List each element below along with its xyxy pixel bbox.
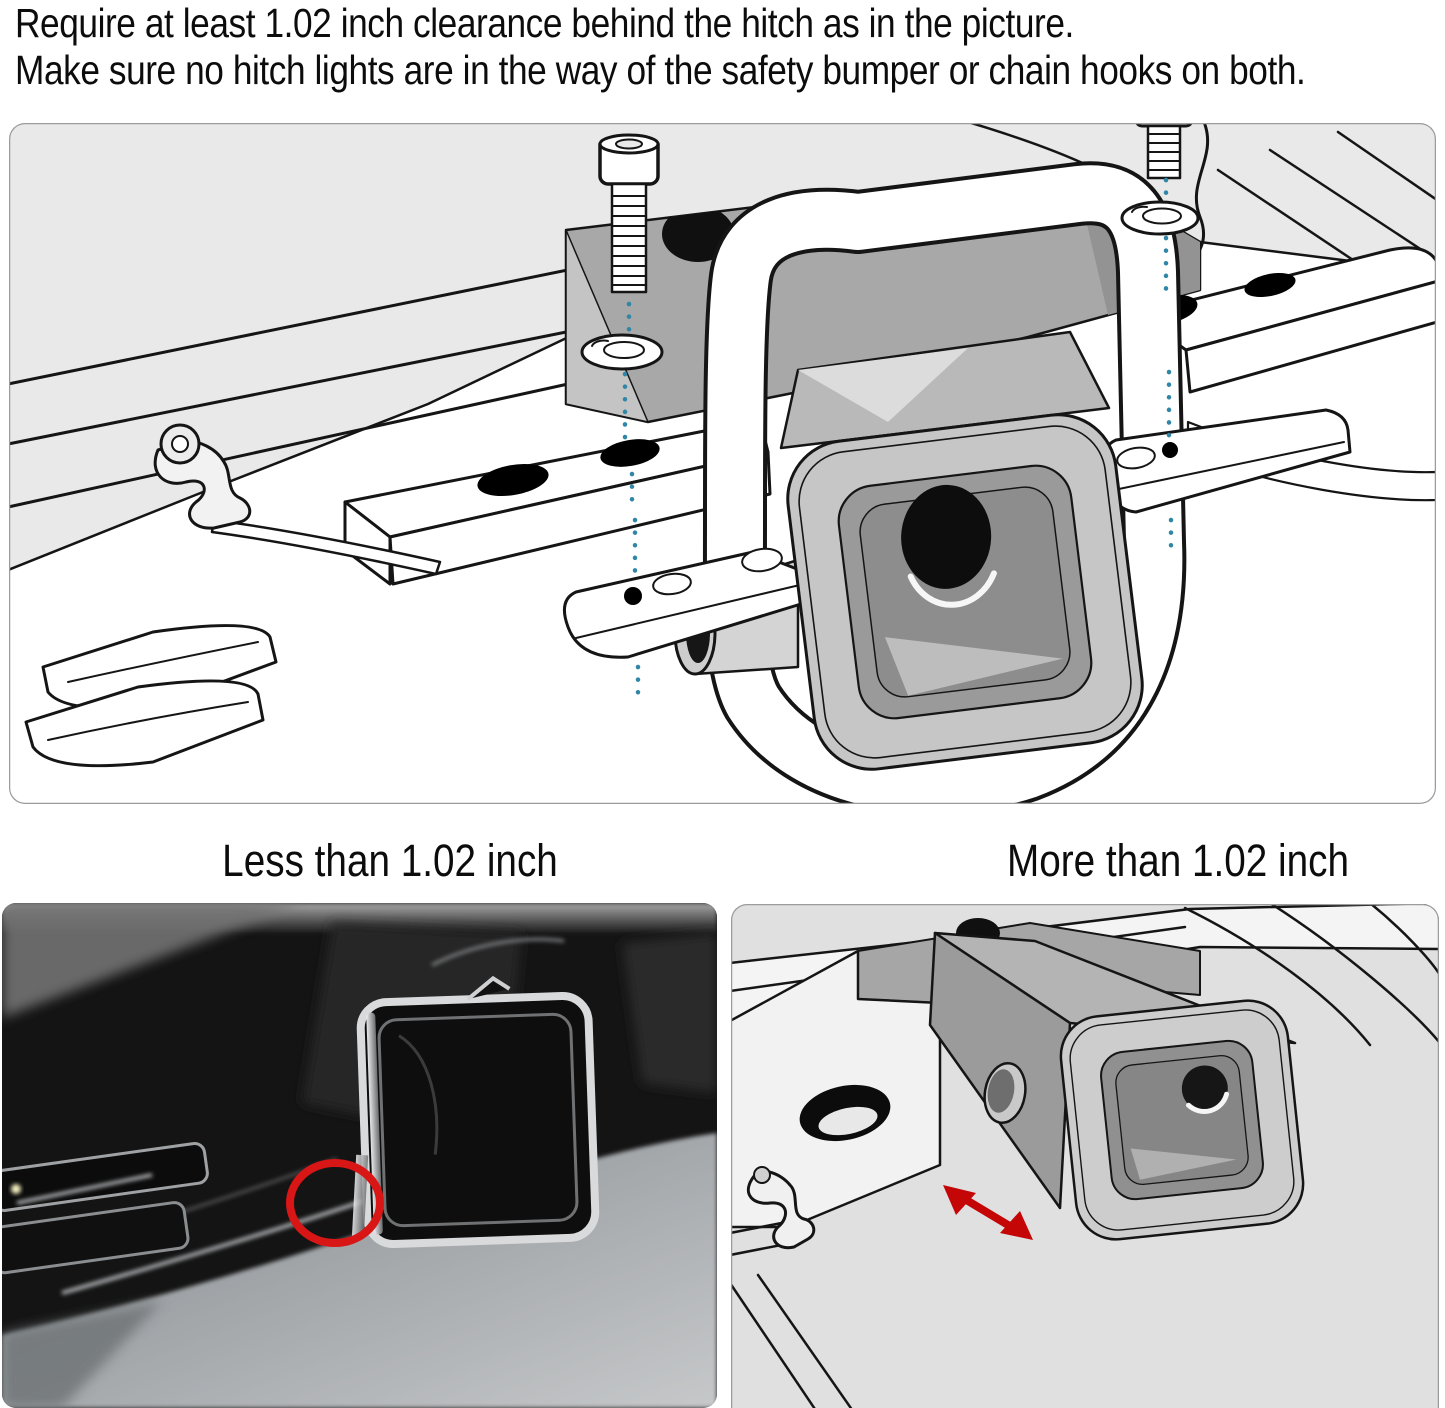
clearance-diagram-svg [731, 904, 1439, 1408]
body-edge-lines [731, 1273, 864, 1408]
bolt-hole [1244, 272, 1296, 298]
receiver-collar [786, 413, 1144, 771]
hitch-pin-hole [1181, 1065, 1228, 1112]
instruction-line-2: Make sure no hitch lights are in the way… [15, 47, 1306, 93]
hitch-bolt-left [598, 133, 660, 294]
hitch-frame [702, 161, 1187, 804]
hitch-tab-left [562, 547, 816, 659]
alignment-guide-right [1163, 177, 1174, 553]
frame-bracket [731, 949, 942, 1229]
clearance-arrow [943, 1185, 1033, 1240]
tow-hook [153, 423, 442, 576]
less-clearance-photo [2, 903, 717, 1408]
tow-hook [731, 1166, 816, 1257]
license-light [11, 1184, 21, 1194]
instruction-line-1: Require at least 1.02 inch clearance beh… [15, 0, 1074, 46]
caption-less-clearance: Less than 1.02 inch [222, 835, 558, 886]
bolt-hole [624, 587, 642, 605]
clearance-photo-svg [2, 903, 717, 1408]
hitch-pin-hole [901, 484, 992, 589]
washer-left [580, 333, 664, 371]
instruction-text: Require at least 1.02 inch clearance beh… [15, 0, 1445, 94]
more-clearance-diagram [730, 903, 1440, 1408]
washer-right [1120, 200, 1200, 236]
red-circle-highlight [286, 1159, 384, 1247]
mounting-arm-left [343, 418, 772, 586]
caption-more-clearance: More than 1.02 inch [1006, 835, 1350, 886]
receiver-photo [356, 975, 600, 1249]
receiver-collar [1059, 999, 1305, 1241]
bolt-hole [600, 439, 660, 467]
hitch-bolt-right [1134, 123, 1194, 180]
receiver-top-face [779, 330, 1111, 450]
alignment-guide-left [622, 301, 641, 700]
bolt-hole [477, 463, 549, 497]
bolt-hole [1162, 442, 1178, 458]
main-diagram-svg [9, 123, 1436, 804]
bumper-step-pads [24, 624, 278, 768]
bumper-hardware [2, 1141, 209, 1275]
main-installation-diagram [8, 122, 1437, 805]
